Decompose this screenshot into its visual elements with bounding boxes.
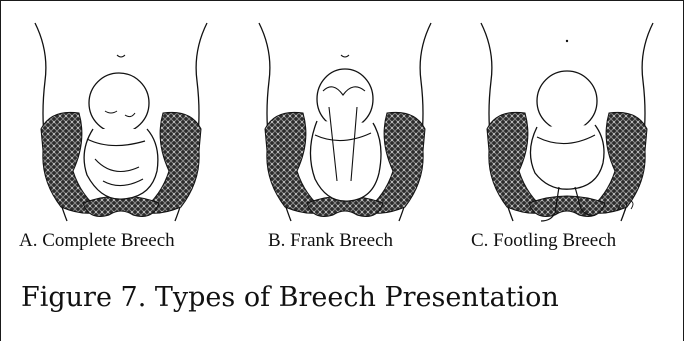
fetus-head (89, 73, 149, 133)
illustration-footling-breech (467, 11, 667, 226)
fetus-body (530, 125, 604, 189)
caption-frank-breech: B. Frank Breech (268, 230, 393, 252)
caption-footling-breech: C. Footling Breech (471, 230, 616, 252)
fetus-head (317, 69, 373, 129)
illustration-frank-breech (245, 11, 445, 226)
fetus-body (84, 129, 158, 199)
caption-complete-breech: A. Complete Breech (19, 230, 175, 252)
figure-title: Figure 7. Types of Breech Presentation (21, 282, 559, 313)
illustration-complete-breech (21, 11, 221, 226)
fetus-head (537, 71, 597, 131)
